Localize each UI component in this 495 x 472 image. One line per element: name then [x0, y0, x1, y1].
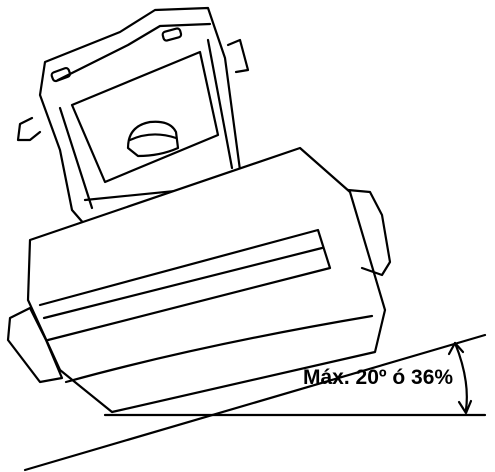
- angle-arc: [453, 341, 468, 412]
- cab-window: [70, 50, 220, 184]
- cab-roof-inner-line: [56, 22, 212, 82]
- drum-upper-band: [38, 228, 332, 342]
- rooftop-light-right: [161, 27, 183, 42]
- drum-end-cap-right: [346, 188, 392, 277]
- cab-pillar-right: [206, 38, 234, 170]
- inclined-slope-line: [23, 333, 487, 472]
- slope-limit-label: Máx. 20º ó 36%: [303, 366, 454, 389]
- right-mirror: [226, 38, 250, 74]
- arrowhead-bottom: [457, 399, 473, 415]
- drum-end-cap-left: [6, 306, 64, 384]
- operator-seat-top: [128, 133, 178, 142]
- ground-lines: [23, 333, 487, 472]
- roller-drum: [6, 146, 392, 414]
- rooftop-light-left: [50, 66, 72, 83]
- slope-angle-arrow: [447, 341, 473, 415]
- cab-pillar-left: [58, 106, 94, 210]
- arrowhead-top: [447, 341, 465, 356]
- drum-lower-curve: [64, 314, 374, 384]
- operator-seat: [126, 120, 180, 158]
- left-mirror: [16, 116, 42, 142]
- drum-inner-band: [42, 246, 324, 320]
